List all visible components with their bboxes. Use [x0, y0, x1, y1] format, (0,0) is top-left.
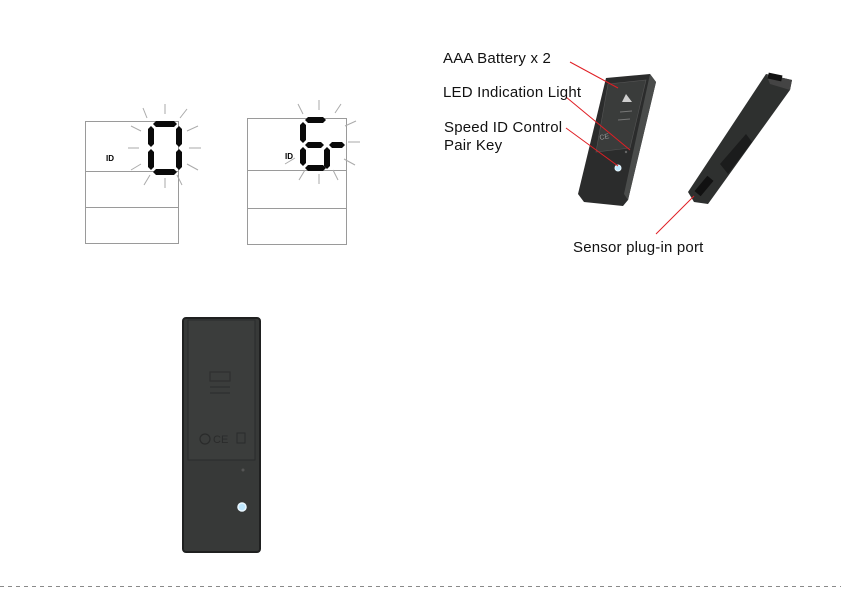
- led-callout: LED Indication Light: [443, 84, 581, 101]
- pair-key-callout: Pair Key: [444, 137, 502, 154]
- pair-key-button[interactable]: [238, 503, 246, 511]
- ce-mark: CE: [213, 434, 228, 446]
- sensor-port-callout: Sensor plug-in port: [573, 239, 704, 256]
- speed-id-callout: Speed ID Control: [444, 119, 562, 136]
- battery-callout: AAA Battery x 2: [443, 50, 551, 67]
- led-indicator: [242, 469, 245, 472]
- page-bottom-divider: [0, 586, 841, 587]
- sensor-back-view: CE: [181, 317, 263, 554]
